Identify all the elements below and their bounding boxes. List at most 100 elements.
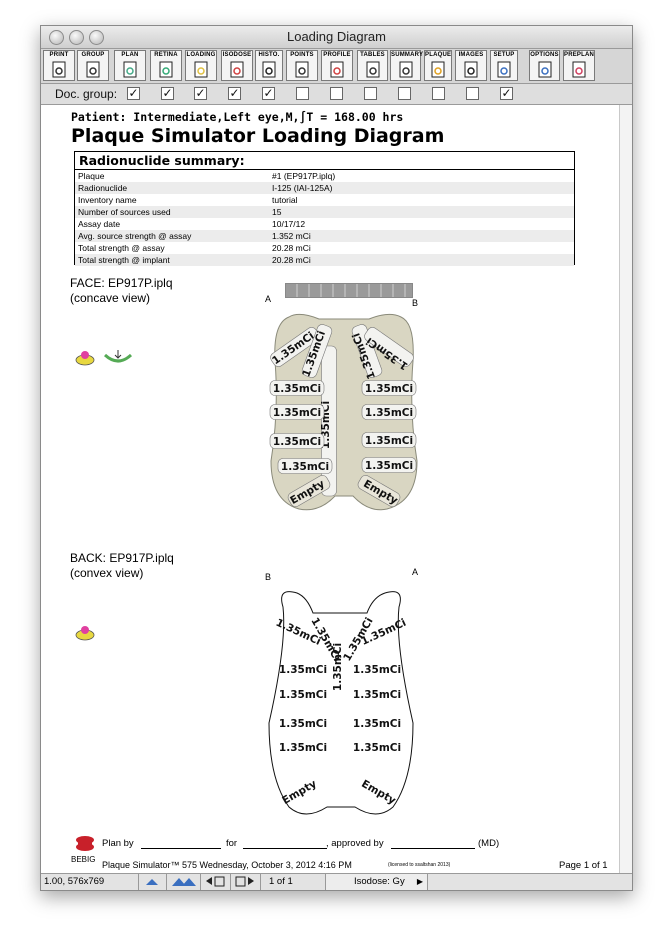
doc-group-checkbox-7[interactable]: [330, 87, 343, 100]
doc-group-checkbox-1[interactable]: ✓: [127, 86, 140, 100]
title-bar: Loading Diagram: [41, 26, 632, 49]
doc-group-checkbox-9[interactable]: [398, 87, 411, 100]
zoom-out-button[interactable]: [139, 874, 167, 890]
isodose-unit-select[interactable]: Isodose: Gy▶: [326, 874, 428, 890]
footer-license: (licensed to ssaltshan 2013): [388, 862, 451, 868]
doc-group-checkbox-2[interactable]: ✓: [161, 86, 174, 100]
toolbar-button-label: SETUP: [493, 52, 515, 58]
toolbar-button-summary[interactable]: SUMMARY: [390, 50, 424, 81]
back-seed-label-8: 1.35mCi: [353, 718, 401, 730]
doc-group-checkbox-5[interactable]: ✓: [262, 86, 275, 100]
back-subtitle: (convex view): [70, 566, 144, 580]
toolbar: PRINT GROUP PLAN RETINA LOADING ISODOSE HISTO.…: [41, 49, 632, 84]
doc-group-checkbox-3[interactable]: ✓: [194, 86, 207, 100]
histogram-icon: [262, 61, 276, 78]
loading-diagram-window: Loading Diagram PRINT GROUP PLAN RETINA LOAD…: [40, 25, 633, 891]
zoom-in-button[interactable]: [167, 874, 201, 890]
seed-slot: [357, 475, 401, 507]
toolbar-button-tables[interactable]: TABLES: [357, 50, 388, 81]
toolbar-button-label: HISTO.: [258, 52, 280, 58]
bebig-logo: [76, 836, 94, 851]
eye-face-icon[interactable]: [75, 351, 95, 366]
seed-slot: [269, 404, 325, 420]
footer-product: Plaque Simulator™ 575 Wednesday, October…: [102, 860, 352, 870]
toolbar-button-label: GROUP: [81, 52, 105, 58]
toolbar-button-group[interactable]: GROUP: [77, 50, 109, 81]
back-corner-right: A: [412, 567, 419, 577]
seed-slot: [361, 457, 417, 473]
status-bar: 1.00, 576x769 1 of 1 Isodose: Gy▶: [41, 873, 632, 890]
doc-group-checkbox-6[interactable]: [296, 87, 309, 100]
zoom-window-button[interactable]: [89, 30, 104, 45]
back-seed-label-7: 1.35mCi: [353, 689, 401, 701]
toolbar-button-plan[interactable]: PLAN: [114, 50, 146, 81]
seed-slot: [351, 324, 383, 378]
seed-slot: [287, 475, 331, 507]
face-seed-label-11: 1.35mCi: [365, 407, 413, 419]
toolbar-button-isodose[interactable]: ISODOSE: [221, 50, 253, 81]
back-label: BACK: EP917P.iplq (convex view): [70, 551, 174, 581]
toolbar-button-preplan[interactable]: PREPLAN: [563, 50, 595, 81]
seed-slot: [269, 433, 325, 449]
minimize-window-button[interactable]: [69, 30, 84, 45]
options-icon: [538, 61, 551, 78]
dropdown-arrow-icon: ▶: [416, 877, 423, 886]
toolbar-button-label: RETINA: [154, 52, 178, 58]
group-print-icon: [86, 61, 100, 78]
patient-line: Patient: Intermediate,Left eye,M,∫T = 16…: [71, 110, 404, 124]
toolbar-button-setup[interactable]: SETUP: [490, 50, 518, 81]
summary-row: Plaque#1 (EP917P.iplq): [75, 170, 574, 182]
face-seed-label-6: 1.35mCi: [273, 383, 321, 395]
seed-slot: [364, 327, 414, 367]
face-title: FACE: EP917P.iplq: [70, 276, 173, 290]
back-seed-label-1: 1.35mCi: [332, 643, 344, 691]
face-seed-label-7: 1.35mCi: [273, 407, 321, 419]
page-number: Page 1 of 1: [559, 860, 608, 871]
next-page-button[interactable]: [231, 874, 261, 890]
summary-value: 1.352 mCi: [272, 231, 311, 241]
toolbar-button-print[interactable]: PRINT: [43, 50, 75, 81]
toolbar-button-label: ISODOSE: [222, 52, 252, 58]
toolbar-button-points[interactable]: POINTS: [286, 50, 318, 81]
page-indicator: 1 of 1: [261, 874, 326, 890]
toolbar-button-label: PLAN: [121, 52, 139, 58]
eye-view-icons[interactable]: [75, 349, 135, 367]
doc-group-checkbox-10[interactable]: [432, 87, 445, 100]
toolbar-button-label: SUMMARY: [391, 52, 424, 58]
doc-group-checkbox-4[interactable]: ✓: [228, 86, 241, 100]
plaque-curve-icon[interactable]: [103, 350, 133, 363]
back-corner-left: B: [265, 572, 272, 582]
setup-icon: [497, 61, 511, 78]
toolbar-button-images[interactable]: IMAGES: [455, 50, 487, 81]
vertical-scrollbar[interactable]: [619, 105, 632, 873]
approved-by-line: [391, 848, 475, 849]
summary-value: #1 (EP917P.iplq): [272, 171, 336, 181]
points-icon: [295, 61, 309, 78]
toolbar-button-loading[interactable]: LOADING: [185, 50, 217, 81]
doc-group-checkbox-11[interactable]: [466, 87, 479, 100]
doc-group-label: Doc. group:: [55, 87, 118, 101]
eye-back-icon[interactable]: [75, 624, 97, 642]
close-window-button[interactable]: [49, 30, 64, 45]
doc-group-checkbox-12[interactable]: ✓: [500, 86, 513, 100]
plan-icon: [123, 61, 137, 78]
toolbar-button-options[interactable]: OPTIONS: [529, 50, 560, 81]
plaque-icon: [431, 61, 445, 78]
toolbar-button-profile[interactable]: PROFILE: [321, 50, 353, 81]
toolbar-button-histo[interactable]: HISTO.: [255, 50, 283, 81]
doc-group-checkbox-8[interactable]: [364, 87, 377, 100]
approved-by-label: , approved by: [326, 838, 384, 849]
summary-value: 20.28 mCi: [272, 243, 311, 253]
summary-key: Inventory name: [78, 195, 137, 205]
toolbar-button-plaque[interactable]: PLAQUE: [424, 50, 452, 81]
summary-value: I-125 (IAI-125A): [272, 183, 333, 193]
previous-page-button[interactable]: [201, 874, 231, 890]
images-icon: [464, 61, 478, 78]
toolbar-button-retina[interactable]: RETINA: [150, 50, 182, 81]
doc-group-bar: Doc. group: ✓ ✓ ✓ ✓ ✓ ✓: [41, 84, 632, 105]
back-seed-label-3: 1.35mCi: [279, 689, 327, 701]
